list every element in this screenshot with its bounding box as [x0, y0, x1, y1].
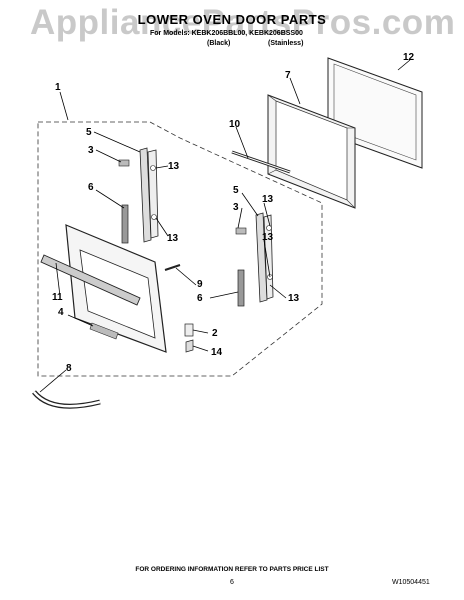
callout-4: 4 [58, 307, 64, 318]
callout-3-right: 3 [233, 202, 239, 213]
callout-7: 7 [285, 70, 291, 81]
leader-lines [39, 59, 411, 393]
watermark-text: AppliancePartsPros.com [30, 3, 456, 42]
screw-part [164, 264, 181, 271]
models-line: For Models: KEBK206BBL00, KEBK206BSS00 [150, 30, 303, 37]
callout-5-right: 5 [233, 185, 239, 196]
inner-panel-part [267, 94, 356, 209]
callout-11: 11 [52, 292, 63, 303]
callout-8: 8 [66, 363, 72, 374]
callout-2: 2 [212, 328, 218, 339]
callout-6-left: 6 [88, 182, 94, 193]
callout-13-c: 13 [262, 194, 274, 205]
clip-part [184, 323, 194, 337]
finish-stainless-label: (Stainless) [268, 40, 304, 47]
callout-12: 12 [403, 52, 415, 63]
callout-9: 9 [197, 279, 203, 290]
callout-13-e: 13 [288, 293, 300, 304]
callout-5-left: 5 [86, 127, 92, 138]
callout-13-d: 13 [262, 232, 274, 243]
callout-1: 1 [55, 82, 61, 93]
assembly-boundary [37, 121, 323, 377]
callout-14: 14 [211, 347, 223, 358]
callout-3-left: 3 [88, 145, 94, 156]
callout-10: 10 [229, 119, 241, 130]
callout-13-a: 13 [168, 161, 180, 172]
page-title: LOWER OVEN DOOR PARTS [137, 12, 327, 27]
finish-black-label: (Black) [207, 40, 231, 47]
callout-13-b: 13 [167, 233, 179, 244]
ordering-note: FOR ORDERING INFORMATION REFER TO PARTS … [135, 566, 329, 573]
document-number: W10504451 [392, 579, 430, 586]
page-number: 6 [230, 579, 234, 586]
hinge-assembly-right [235, 212, 274, 307]
spring-part [185, 339, 194, 353]
callout-6-right: 6 [197, 293, 203, 304]
outer-door-part [40, 224, 167, 353]
hinge-assembly-left [118, 147, 159, 244]
